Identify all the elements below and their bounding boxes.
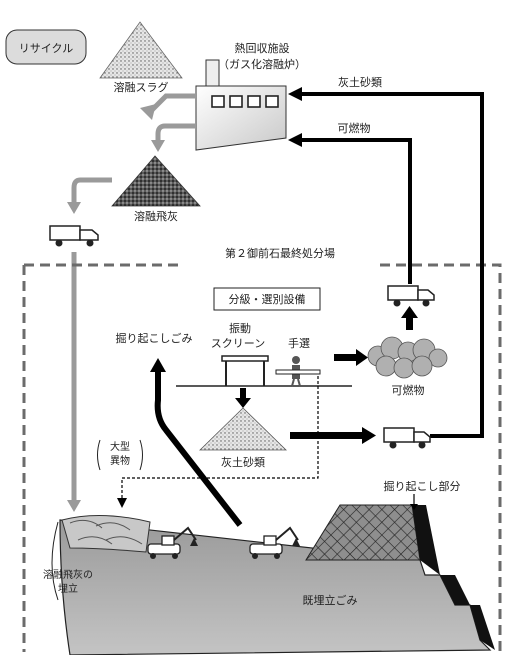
site-title: 第２御前石最終処分場 — [225, 246, 335, 260]
large-foreign-label-2: 異物 — [110, 454, 130, 467]
return-arrowheads — [288, 87, 302, 147]
fly-ash-pile — [111, 155, 201, 207]
hand-sorting-worker — [275, 356, 321, 387]
slag-pile — [99, 21, 183, 79]
sorting-facility-label: 分級・選別設備 — [229, 292, 306, 306]
fly-ash-bracket — [51, 521, 59, 601]
dug-waste-label: 掘り起こしごみ — [116, 331, 193, 345]
ash-soil-sand-top-label: 灰土砂類 — [338, 75, 382, 89]
arrow-screen-down — [235, 388, 251, 408]
excavated-part-label: 掘り起こし部分 — [384, 479, 461, 493]
facility-label-2: （ガス化溶融炉） — [218, 57, 306, 71]
combustibles-top-label: 可燃物 — [338, 121, 371, 135]
existing-landfill-label: 既埋立ごみ — [303, 593, 358, 607]
large-foreign-dotted-path — [117, 376, 319, 508]
grey-arrows — [71, 93, 196, 503]
landfill-site-border — [22, 263, 502, 652]
ash-soil-sand-pile — [199, 407, 287, 451]
truck-ash-soil-sand-icon — [383, 427, 431, 449]
slag-label: 溶融スラグ — [114, 80, 169, 94]
vibrating-label: 振動 — [229, 321, 251, 335]
excavator-right-icon — [249, 526, 300, 559]
fly-ash-label: 溶融飛灰 — [134, 209, 178, 223]
return-flow-lines — [300, 92, 484, 438]
sorting-facility-box — [213, 287, 321, 311]
recycle-box: リサイクル — [5, 29, 87, 65]
hand-sorting-label: 手選 — [288, 336, 310, 350]
landfill-fly-ash-label-2: 埋立 — [58, 582, 78, 595]
arrow-to-combustibles — [334, 349, 368, 366]
arrow-to-truck — [290, 427, 376, 444]
up-arrow-combustibles — [401, 306, 418, 330]
vibrating-screen — [176, 355, 352, 387]
truck-combustibles-icon — [387, 285, 435, 307]
grey-arrowheads — [67, 104, 165, 512]
facility-label-1: 熱回収施設 — [235, 41, 290, 55]
screen-label: スクリーン — [211, 337, 265, 350]
excavated-part-pointer — [410, 494, 418, 510]
fly-ash-landfill-mound — [61, 515, 151, 553]
landfill-fly-ash-label-1: 溶融飛灰の — [43, 568, 93, 581]
excavation-flow-arrow — [150, 358, 243, 527]
heat-recovery-facility — [195, 59, 287, 151]
truck-fly-ash-icon — [49, 225, 99, 247]
excavator-left-icon — [147, 526, 198, 559]
ash-soil-sand-label: 灰土砂類 — [221, 455, 265, 469]
combustibles-label: 可燃物 — [392, 383, 425, 397]
combustibles-pile — [367, 336, 448, 379]
recycle-label: リサイクル — [19, 42, 73, 55]
large-foreign-bracket — [97, 439, 143, 471]
large-foreign-label-1: 大型 — [110, 440, 130, 453]
